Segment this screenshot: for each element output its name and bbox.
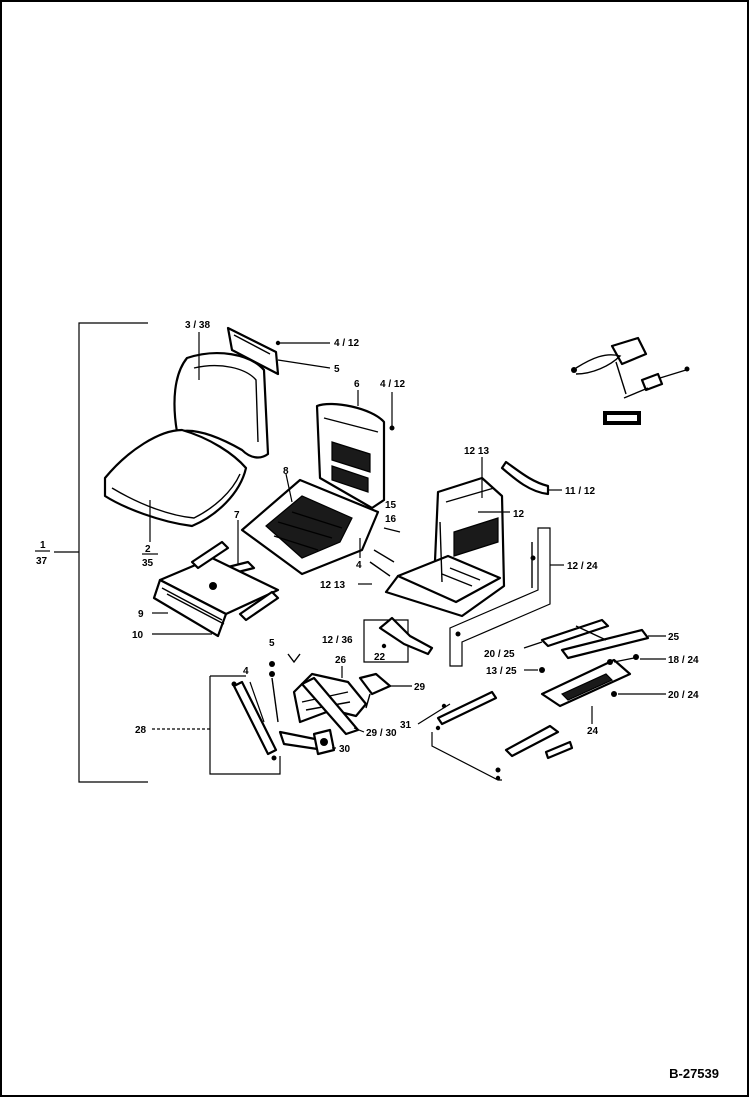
lower-mechanism: 28 5 4 30 26 29 / 30 29: [135, 638, 426, 775]
callout-2: 2: [145, 544, 151, 555]
callout-22: 22: [374, 652, 386, 663]
curved-rail: 11 / 12: [500, 460, 595, 497]
slide-rails-upper: 25 20 / 25 13 / 25: [484, 618, 680, 677]
seat-bottom-cushion: 2 35: [103, 428, 248, 569]
callout-12: 12: [513, 509, 525, 520]
callout-12-24: 12 / 24: [567, 561, 598, 572]
slide-rail-7: 7: [222, 510, 256, 576]
callout-20-25: 20 / 25: [484, 649, 515, 660]
seat-shell-base: 8: [240, 466, 380, 576]
callout-4-lower: 4: [243, 666, 249, 677]
callout-4-12-top: 4 / 12: [334, 338, 359, 349]
callout-5-small: 5: [269, 638, 275, 649]
headrest-pad: 3 / 38 4 / 12 5: [185, 320, 359, 376]
callout-20-24: 20 / 24: [668, 690, 699, 701]
seat-back-cushion: [173, 332, 270, 459]
callout-26: 26: [335, 655, 347, 666]
callout-16: 16: [385, 514, 397, 525]
callout-4-12-mid: 4 / 12: [380, 379, 405, 390]
callout-4-small: 4: [356, 560, 362, 571]
callout-12-13-mid: 12 13: [320, 580, 345, 591]
callout-29-30: 29 / 30: [366, 728, 397, 739]
lever-22: 12 / 36 22: [322, 616, 434, 663]
callout-37: 37: [36, 556, 48, 567]
callout-28: 28: [135, 725, 147, 736]
callout-10: 10: [132, 630, 144, 641]
callout-29: 29: [414, 682, 426, 693]
callout-13-25: 13 / 25: [486, 666, 517, 677]
callout-7: 7: [234, 510, 240, 521]
callout-8: 8: [283, 466, 289, 477]
callout-3-38: 3 / 38: [185, 320, 210, 331]
mounting-plate-24: 18 / 24 20 / 24 24: [540, 654, 699, 737]
seat-belt: [571, 336, 690, 425]
hardware-15-16: 15 16 4 12 13: [320, 500, 401, 591]
callout-6: 6: [354, 379, 360, 390]
callout-25: 25: [668, 632, 680, 643]
suspension-frame: 9 10: [132, 540, 280, 641]
callout-12-13-top: 12 13: [464, 446, 489, 457]
callout-31: 31: [400, 720, 412, 731]
callout-35: 35: [142, 558, 154, 569]
callout-30: 30: [339, 744, 351, 755]
drawing-number: B-27539: [669, 1066, 719, 1081]
callout-15: 15: [385, 500, 397, 511]
callout-1: 1: [40, 540, 46, 551]
seat-shell-right: 12 13 12: [384, 446, 525, 618]
callout-18-24: 18 / 24: [668, 655, 699, 666]
assembly-bracket: 1 37: [35, 322, 148, 783]
rail-set-31: 31: [400, 690, 574, 781]
seat-shell-back: 6 4 / 12: [315, 379, 405, 510]
callout-12-36: 12 / 36: [322, 635, 353, 646]
side-panel-bracket: 12 / 24: [449, 527, 598, 667]
callout-11-12: 11 / 12: [565, 486, 595, 497]
callout-9: 9: [138, 609, 144, 620]
callout-24: 24: [587, 726, 599, 737]
callout-5: 5: [334, 364, 340, 375]
